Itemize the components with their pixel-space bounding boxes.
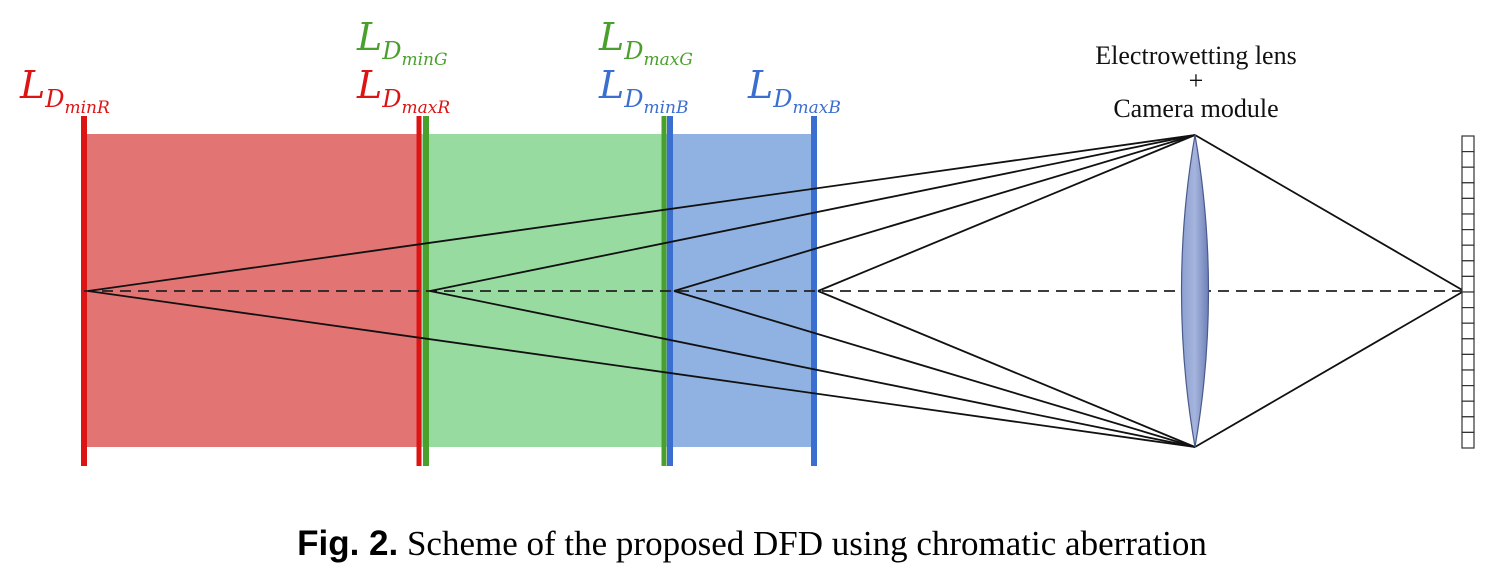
ray [673, 134, 1196, 292]
sensor-pixel [1461, 151, 1475, 168]
sensor-pixel [1461, 182, 1475, 200]
label-l-dmax-r: LDmaxR [356, 63, 450, 118]
sensor-pixel [1461, 369, 1475, 387]
label-l-dmin-g: LDminG [356, 15, 448, 70]
sensor-pixel [1461, 322, 1475, 340]
camera-label-line2: Camera module [1113, 94, 1278, 123]
sensor-pixel [1461, 275, 1475, 293]
ray [429, 290, 1196, 448]
sensor-pixel [1461, 213, 1475, 231]
sensor-pixel [1461, 260, 1475, 277]
electrowetting-lens-icon [1180, 134, 1210, 448]
sensor-pixel [1461, 291, 1475, 309]
sensor-pixel [1461, 416, 1475, 433]
ray [817, 290, 1196, 448]
caption-text: Scheme of the proposed DFD using chromat… [406, 524, 1207, 563]
sensor-pixel [1461, 244, 1475, 262]
ray [817, 134, 1196, 292]
ray-to-sensor [1194, 134, 1465, 292]
sensor-pixel [1461, 400, 1475, 418]
label-l-dmin-r: LDminR [19, 63, 110, 118]
sensor-pixel [1461, 338, 1475, 355]
sensor-pixel [1461, 431, 1475, 449]
camera-label-line1: Electrowetting lens [1095, 41, 1296, 70]
label-l-dmax-b: LDmaxB [747, 63, 841, 118]
sensor-pixel [1461, 135, 1475, 153]
sensor-pixel [1461, 166, 1475, 184]
dfd-scheme-diagram: Electrowetting lens + Camera module LDmi… [19, 15, 1475, 466]
sensor-pixel [1461, 353, 1475, 371]
label-l-dmax-g: LDmaxG [598, 15, 693, 70]
ray [429, 134, 1196, 292]
ray-to-sensor [1194, 290, 1465, 448]
caption-label: Fig. 2. [297, 524, 399, 563]
ray [673, 290, 1196, 448]
figure-caption: Fig. 2. Scheme of the proposed DFD using… [0, 524, 1504, 564]
label-l-dmin-b: LDminB [598, 63, 688, 118]
sensor-pixel [1461, 197, 1475, 215]
camera-label-plus: + [1189, 66, 1204, 95]
sensor-pixel [1461, 229, 1475, 246]
sensor-pixel [1461, 385, 1475, 402]
sensor-pixel [1461, 307, 1475, 324]
image-sensor-icon [1461, 135, 1475, 449]
ray [87, 290, 1196, 448]
ray [87, 134, 1196, 292]
light-rays [87, 134, 1465, 448]
